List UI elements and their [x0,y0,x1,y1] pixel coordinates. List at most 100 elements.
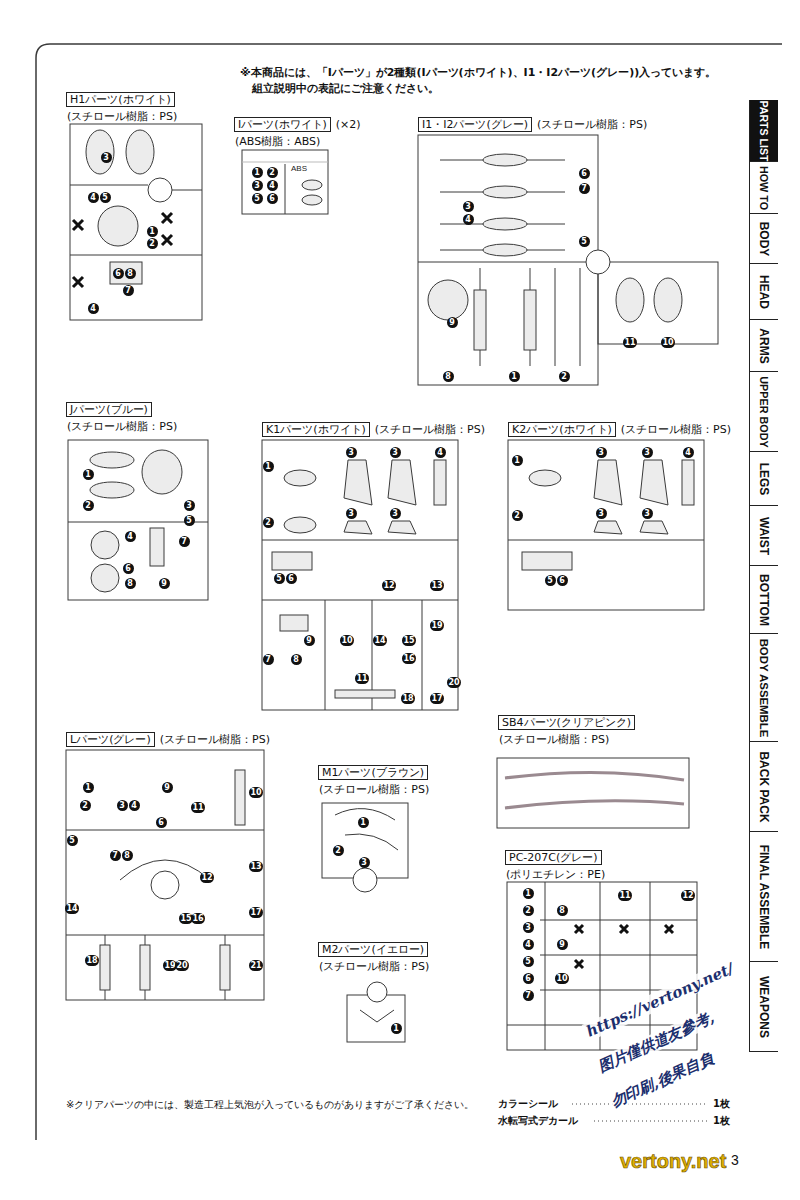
tab-label: HEAD [757,274,771,308]
callout-number: 4 [463,214,474,225]
callout-number: 3 [642,447,653,458]
callout-number: 10 [249,787,262,798]
callout-number: 8 [122,850,133,861]
callout-number: 3 [390,508,401,519]
accessory-count: 1枚 [712,1097,731,1110]
callout-number: 12 [382,580,395,591]
callout-number: 5 [184,515,195,526]
part-name: Lパーツ(グレー) [66,732,155,747]
runner-heading: Jパーツ(ブルー)(スチロール樹脂：PS) [66,400,178,433]
callout-number: 11 [191,802,204,813]
text-line: (ポリエチレン：PE) [505,865,606,881]
callout-number: 17 [249,907,262,918]
callout-number: 1 [523,888,534,899]
callout-number: 2 [147,238,158,249]
material-note: (スチロール樹脂：PS) [498,733,610,746]
callout-number: 2 [80,800,91,811]
callout-number: 2 [523,905,534,916]
callout-number: 4 [129,800,140,811]
runner-heading: Iパーツ(ホワイト) (×2) (ABS樹脂：ABS) [234,115,362,148]
material-note: (×2) [335,118,362,131]
callout-number: 1 [252,167,263,178]
part-name: M2パーツ(イエロー) [318,942,428,957]
callout-number: 6 [113,268,124,279]
text-line: I1・I2パーツ(グレー)(スチロール樹脂：PS) [418,115,648,132]
runner-heading: K2パーツ(ホワイト)(スチロール樹脂：PS) [508,420,732,437]
callout-number: 20 [175,960,188,971]
callout-number: 4 [267,180,278,191]
callout-number: 4 [435,447,446,458]
callout-number: 4 [88,192,99,203]
part-name: I1・I2パーツ(グレー) [418,117,532,132]
tab-label: HOW TO [757,165,771,209]
callout-number: 5 [274,573,285,584]
callout-number: 1 [358,817,369,828]
section-tab: BOTTOM [749,566,778,634]
part-name: M1パーツ(ブラウン) [318,765,428,780]
callout-number: 3 [463,201,474,212]
section-tab: WAIST [749,506,778,566]
part-name: SB4パーツ(クリアピンク) [498,715,635,730]
callout-number: 14 [65,903,78,914]
callout-number: 7 [263,654,274,665]
callout-number: 8 [125,578,136,589]
tab-label: UPPER BODY [757,376,771,447]
callout-number: 8 [291,654,302,665]
callout-number: 6 [286,573,297,584]
callout-number: 10 [340,635,353,646]
material-note: (スチロール樹脂：PS) [159,733,271,746]
callout-number: 16 [191,913,204,924]
text-line: SB4パーツ(クリアピンク) [498,713,635,730]
tab-label: BODY ASSEMBLE [757,638,771,737]
callout-number: 14 [373,635,386,646]
material-note: (スチロール樹脂：PS) [318,783,430,796]
notice-text: ※本商品には、「Iパーツ」が2種類(Iパーツ(ホワイト)、I1・I2パーツ(グレ… [240,66,716,80]
callout-number: 6 [156,817,167,828]
part-name: Iパーツ(ホワイト) [234,117,331,132]
callout-number: 4 [683,447,694,458]
watermark: vertony.net [620,1150,726,1172]
callout-number: 3 [184,500,195,511]
callout-number: 4 [523,939,534,950]
callout-number: 8 [557,905,568,916]
callout-number: 2 [263,517,274,528]
text-line: K1パーツ(ホワイト)(スチロール樹脂：PS) [262,420,486,437]
runner-heading: M1パーツ(ブラウン) (スチロール樹脂：PS) [318,763,430,796]
callout-number: 3 [117,800,128,811]
callout-number: 1 [83,469,94,480]
tab-label: WAIST [757,517,771,555]
section-tab: LEGS [749,452,778,506]
text-line: Iパーツ(ホワイト) (×2) [234,115,362,132]
callout-number: 5 [523,956,534,967]
tab-label: BOTTOM [757,574,771,626]
callout-number: 5 [579,236,590,247]
footnote: ※クリアパーツの中には、製造工程上気泡が入っているものがありますがご了承ください… [66,1098,474,1111]
callout-number: 5 [545,575,556,586]
callout-number: 11 [618,890,631,901]
part-name: K2パーツ(ホワイト) [508,422,616,437]
section-tab: UPPER BODY [749,372,778,452]
section-tab: PARTS LIST [749,100,778,162]
callout-number: 5 [252,193,263,204]
callout-number: 13 [430,580,443,591]
callout-number: 17 [430,693,443,704]
callout-number: 8 [125,268,136,279]
material-note: (スチロール樹脂：PS) [374,423,486,436]
material-note: (ABS樹脂：ABS) [234,135,321,148]
runner-heading: Lパーツ(グレー) (スチロール樹脂：PS) [66,730,271,747]
runner-heading: K1パーツ(ホワイト)(スチロール樹脂：PS) [262,420,486,437]
runner-heading: H1パーツ(ホワイト)(スチロール樹脂：PS) [66,90,178,123]
callout-number: 12 [200,872,213,883]
callout-number: 18 [401,693,414,704]
callout-number: 19 [430,620,443,631]
page-number: 3 [731,1152,739,1168]
material-note: (スチロール樹脂：PS) [66,420,178,433]
callout-number: 16 [402,653,415,664]
callout-number: 15 [402,635,415,646]
runner-heading: SB4パーツ(クリアピンク) (スチロール樹脂：PS) [498,713,635,746]
callout-number: 9 [159,578,170,589]
text-line: Lパーツ(グレー) (スチロール樹脂：PS) [66,730,271,747]
runner-heading: I1・I2パーツ(グレー)(スチロール樹脂：PS) [418,115,648,132]
material-mark: ABS [290,164,308,173]
